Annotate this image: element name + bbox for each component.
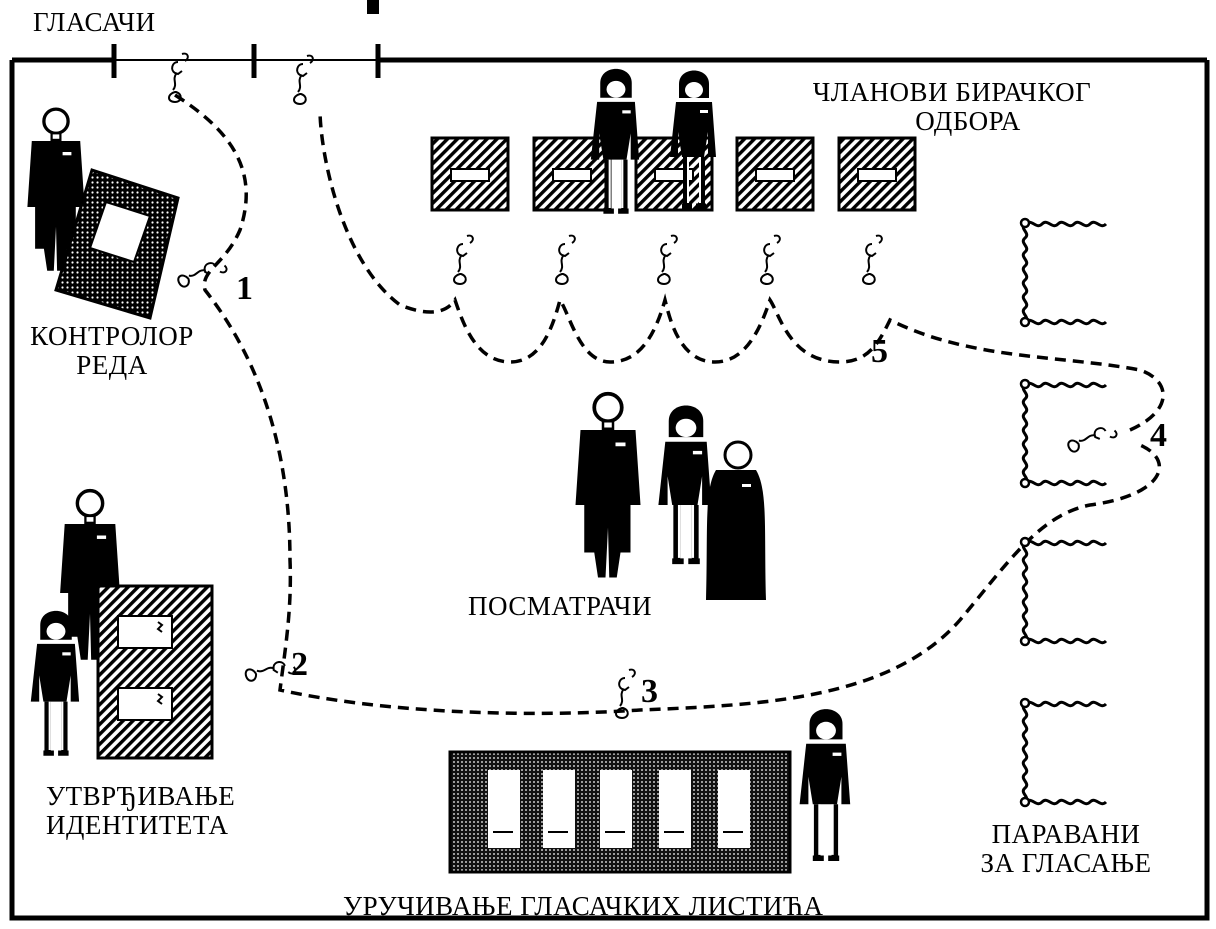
voters-label: ГЛАСАЧИ bbox=[33, 7, 156, 37]
step-number: 2 bbox=[291, 646, 308, 683]
identity-label-line1: УТВРЂИВАЊЕ bbox=[46, 781, 236, 811]
voting-booth bbox=[1019, 697, 1108, 808]
voting-booth bbox=[1019, 217, 1108, 328]
committee-label-line2: ОДБОРА bbox=[915, 106, 1021, 136]
step-number: 4 bbox=[1150, 417, 1167, 454]
identity-desk bbox=[96, 584, 214, 760]
ballots-label: УРУЧИВАЊЕ ГЛАСАЧКИХ ЛИСТИЋА bbox=[343, 891, 824, 921]
booths-label-line1: ПАРАВАНИ bbox=[991, 819, 1141, 849]
booths-label: ПАРАВАНИ ЗА ГЛАСАЊЕ bbox=[966, 820, 1166, 878]
voting-booth bbox=[1019, 378, 1108, 489]
step-number: 3 bbox=[641, 673, 658, 710]
booths-label-line2: ЗА ГЛАСАЊЕ bbox=[980, 848, 1152, 878]
step-number: 5 bbox=[871, 333, 888, 370]
step-number: 1 bbox=[236, 270, 253, 307]
observer-figure bbox=[706, 440, 766, 600]
voter-icon bbox=[657, 234, 678, 285]
voter-icon bbox=[760, 234, 781, 285]
observers-label: ПОСМАТРАЧИ bbox=[468, 591, 652, 621]
voter-icon bbox=[453, 234, 474, 285]
entrance-arrow-icon bbox=[367, 0, 379, 14]
committee-desks bbox=[430, 136, 917, 212]
voter-icon bbox=[293, 54, 314, 105]
voter-icon bbox=[1065, 418, 1119, 461]
voting-booth bbox=[1019, 536, 1108, 647]
voter-icon bbox=[555, 234, 576, 285]
observer-figure bbox=[658, 405, 711, 561]
ballot-desk bbox=[448, 750, 792, 874]
voter-icon bbox=[862, 234, 883, 285]
identity-label-line2: ИДЕНТИТЕТА bbox=[46, 810, 229, 840]
committee-label: ЧЛАНОВИ БИРАЧКОГ ОДБОРА bbox=[752, 78, 1152, 136]
controller-desk bbox=[54, 168, 180, 320]
voter-icon bbox=[243, 653, 298, 690]
controller-label-line1: КОНТРОЛОР bbox=[30, 321, 194, 351]
committee-label-line1: ЧЛАНОВИ БИРАЧКОГ bbox=[812, 77, 1092, 107]
observer-figure bbox=[573, 391, 643, 580]
controller-label-line2: РЕДА bbox=[76, 350, 148, 380]
controller-label: КОНТРОЛОР РЕДА bbox=[10, 322, 214, 380]
identity-label: УТВРЂИВАЊЕ ИДЕНТИТЕТА bbox=[46, 782, 235, 840]
ballot-clerk-figure bbox=[800, 709, 851, 858]
room-walls bbox=[9, 44, 1210, 921]
